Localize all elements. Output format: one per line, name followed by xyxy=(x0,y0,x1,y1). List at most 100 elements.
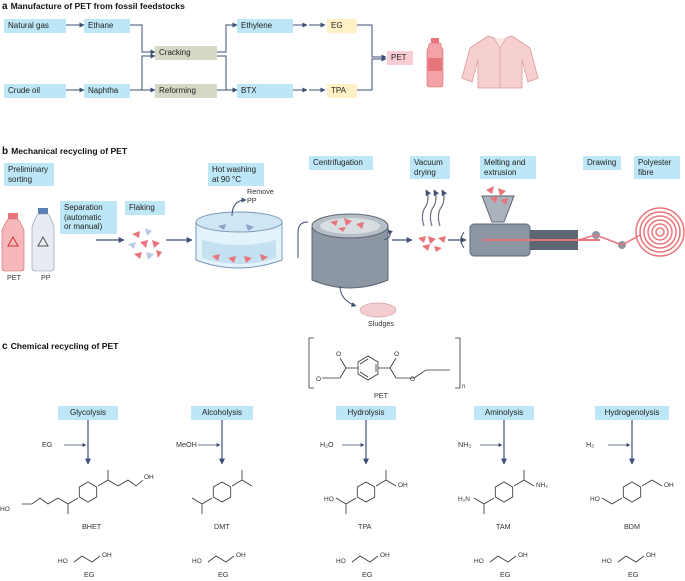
fibre-spool-icon xyxy=(635,207,685,257)
pet-o-right: O xyxy=(394,351,400,358)
pet-bottle-icon xyxy=(1,213,25,272)
product-tam: TAM xyxy=(496,522,511,531)
eg-box: EG xyxy=(327,19,357,33)
eg-oh-4: OH xyxy=(646,552,656,559)
hot-washing-tank-icon xyxy=(195,197,283,269)
method-box-alcoholysis: Alcoholysis xyxy=(191,406,253,420)
eg-label-2: EG xyxy=(362,570,373,579)
hot-washing-box: Hot washing at 90 °C xyxy=(208,163,264,186)
bdm-ho: HO xyxy=(590,496,600,503)
remove-pp-label: Remove PP xyxy=(247,187,274,205)
eg-ho-0: HO xyxy=(58,558,68,565)
product-structure-2 xyxy=(335,470,397,514)
reagent-hydrolysis: H₂O xyxy=(320,440,334,449)
product-bhet: BHET xyxy=(82,522,102,531)
polyester-fibre-box: Polyester fibre xyxy=(634,156,680,179)
natural-gas-box: Natural gas xyxy=(4,19,66,33)
eg-oh-3: OH xyxy=(518,552,528,559)
reforming-box: Reforming xyxy=(155,84,217,98)
method-arrow-1 xyxy=(198,420,225,465)
pet-o-ester-right: O xyxy=(410,376,416,383)
product-structure-4 xyxy=(601,479,663,505)
cracking-box: Cracking xyxy=(155,46,217,60)
shirt-icon xyxy=(461,35,539,89)
naphtha-box: Naphtha xyxy=(84,84,130,98)
eg-structure-3 xyxy=(489,555,517,563)
product-bdm: BDM xyxy=(624,522,640,531)
product-tpa: TPA xyxy=(358,522,372,531)
tam-nh2: NH₂ xyxy=(536,482,548,489)
pp-bottle-label: PP xyxy=(41,273,51,282)
drawing-rollers-icon xyxy=(577,231,641,249)
extruder-icon xyxy=(460,186,600,257)
eg-label-1: EG xyxy=(218,570,229,579)
eg-ho-2: HO xyxy=(336,558,346,565)
sludges-label: Sludges xyxy=(368,319,394,328)
preliminary-sorting-box: Preliminary sorting xyxy=(4,163,54,186)
reagent-glycolysis: EG xyxy=(42,440,53,449)
bhet-ho: HO xyxy=(0,506,10,513)
flaking-box: Flaking xyxy=(125,201,165,215)
bhet-oh: OH xyxy=(144,474,154,481)
eg-ho-3: HO xyxy=(474,558,484,565)
eg-structure-0 xyxy=(73,555,101,563)
eg-ho-4: HO xyxy=(602,558,612,565)
tpa-ho: HO xyxy=(324,496,334,503)
ethylene-box: Ethylene xyxy=(237,19,293,33)
pet-o-ester-left: O xyxy=(316,376,322,383)
dried-flakes-icon xyxy=(418,236,446,252)
method-box-aminolysis: Aminolysis xyxy=(474,406,534,420)
reagent-alcoholysis: MeOH xyxy=(176,440,197,449)
vacuum-drying-box: Vacuum drying xyxy=(410,156,450,179)
method-arrow-3 xyxy=(480,420,507,465)
bdm-oh: OH xyxy=(664,482,674,489)
eg-label-0: EG xyxy=(84,570,95,579)
pet-n-subscript: n xyxy=(462,384,466,390)
pet-box: PET xyxy=(387,51,413,65)
product-structure-3 xyxy=(473,470,535,514)
pet-o-left: O xyxy=(336,351,342,358)
eg-structure-2 xyxy=(351,555,379,563)
centrifugation-box: Centrifugation xyxy=(309,156,373,170)
method-arrow-0 xyxy=(64,420,91,465)
product-dmt: DMT xyxy=(214,522,230,531)
ethane-box: Ethane xyxy=(84,19,130,33)
eg-ho-1: HO xyxy=(192,558,202,565)
eg-label-3: EG xyxy=(500,570,511,579)
eg-oh-2: OH xyxy=(380,552,390,559)
melting-extrusion-box: Melting and extrusion xyxy=(480,156,536,179)
method-box-glycolysis: Glycolysis xyxy=(58,406,118,420)
tpa-box: TPA xyxy=(327,84,357,98)
btx-box: BTX xyxy=(237,84,293,98)
flakes-icon xyxy=(128,228,162,260)
eg-label-4: EG xyxy=(628,570,639,579)
centrifuge-icon xyxy=(297,213,397,318)
method-box-hydrogenolysis: Hydrogenolysis xyxy=(595,406,669,420)
product-structure-0 xyxy=(22,470,144,514)
method-arrow-2 xyxy=(342,420,369,465)
eg-structure-4 xyxy=(617,555,645,563)
pp-bottle-icon xyxy=(31,208,55,272)
pet-bottle-icon xyxy=(426,38,444,88)
method-box-hydrolysis: Hydrolysis xyxy=(336,406,396,420)
pet-bottle-label: PET xyxy=(7,273,21,282)
reagent-aminolysis: NH₃ xyxy=(458,440,472,449)
method-arrow-4 xyxy=(608,420,635,465)
drawing-box: Drawing xyxy=(583,156,621,170)
pet-structure-label: PET xyxy=(374,391,388,400)
reagent-hydrogenolysis: H₂ xyxy=(586,440,594,449)
eg-structure-1 xyxy=(207,555,235,563)
tam-h2n: H₂N xyxy=(458,496,470,503)
product-structure-1 xyxy=(191,470,253,514)
vacuum-drying-icon xyxy=(421,189,448,227)
tpa-oh: OH xyxy=(398,482,408,489)
crude-oil-box: Crude oil xyxy=(4,84,66,98)
eg-oh-0: OH xyxy=(102,552,112,559)
